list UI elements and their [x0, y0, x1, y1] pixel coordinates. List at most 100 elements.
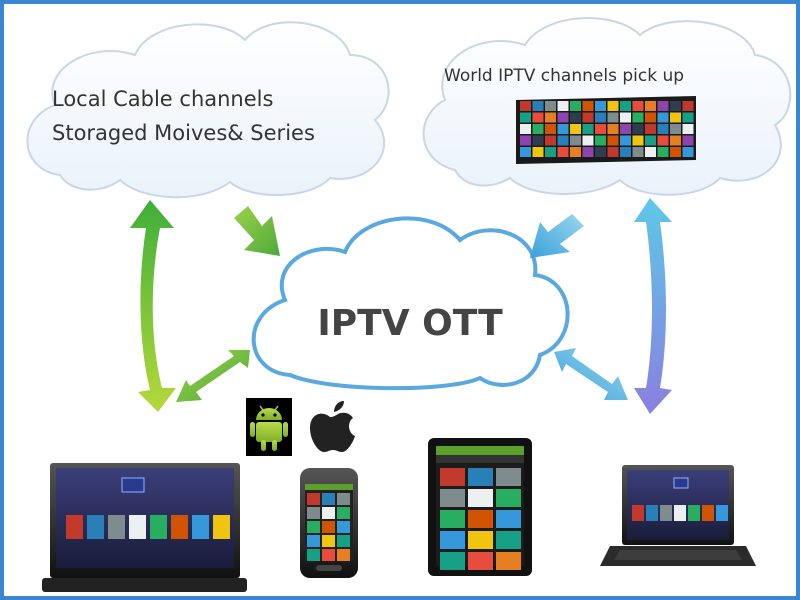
tablet-poster-tile — [440, 510, 465, 528]
phone-poster-tile — [322, 549, 335, 561]
tablet-poster-tile — [468, 510, 493, 528]
channel-tile — [595, 101, 606, 111]
channel-tile — [620, 135, 631, 146]
channel-tile — [545, 101, 556, 111]
apple-icon-body — [310, 412, 355, 452]
laptop-poster-tile — [688, 505, 700, 521]
channel-tile — [607, 135, 619, 146]
phone-poster-tile — [337, 521, 350, 533]
channel-tile — [532, 147, 544, 157]
tablet-poster-tile — [468, 531, 493, 549]
channel-tile — [545, 135, 556, 146]
channel-tile — [645, 124, 656, 134]
phone-poster-tile — [307, 535, 320, 547]
channel-tile — [657, 135, 669, 146]
local-cloud-line2: Storaged Moives& Series — [52, 121, 315, 145]
channel-tile — [557, 124, 569, 134]
tv-poster-tile — [192, 515, 209, 539]
phone-poster-tile — [337, 507, 350, 519]
tv-poster-tile — [129, 515, 146, 539]
channel-tile — [607, 124, 619, 134]
channel-tile — [632, 101, 644, 111]
tablet-poster-tile — [468, 468, 493, 486]
channel-tile — [632, 147, 644, 157]
tablet-poster-tile — [496, 531, 521, 549]
channel-tile — [645, 112, 656, 123]
android-icon — [246, 398, 292, 456]
channel-tile — [632, 135, 644, 146]
channel-tile — [682, 124, 694, 134]
channel-tile — [595, 147, 606, 157]
channel-tile — [632, 112, 644, 123]
tablet-poster-tile — [496, 489, 521, 507]
channel-tile — [532, 101, 544, 111]
channel-tile — [557, 112, 569, 123]
channel-tile — [532, 135, 544, 146]
channel-tile — [632, 124, 644, 134]
laptop-poster-tile — [632, 505, 644, 521]
laptop-poster-tile — [702, 505, 714, 521]
channel-tile — [570, 147, 581, 157]
laptop-poster-tile — [646, 505, 658, 521]
right-vertical-arrow-shape — [634, 198, 672, 414]
channel-tile — [557, 101, 569, 111]
channel-tile — [520, 112, 531, 123]
channel-tile — [645, 135, 656, 146]
tablet-poster-tile — [440, 468, 465, 486]
channel-tile — [607, 101, 619, 111]
left-vertical-double-arrow — [130, 200, 176, 412]
channel-tile — [607, 112, 619, 123]
smart-tv — [42, 463, 247, 592]
tablet-poster-tile — [468, 489, 493, 507]
channel-tile — [520, 124, 531, 134]
ott-tv-arrow-shape — [176, 350, 250, 402]
center-cloud-shape — [251, 216, 570, 391]
channel-tile — [682, 101, 694, 111]
phone-tiles — [307, 493, 350, 561]
channel-tile — [570, 101, 581, 111]
tablet-poster-tile — [440, 552, 465, 570]
channel-tile — [670, 101, 681, 111]
laptop-poster-tile — [660, 505, 672, 521]
tv-stand — [42, 578, 247, 592]
channel-tile — [657, 147, 669, 157]
channel-tile — [582, 124, 594, 134]
channel-tile — [582, 147, 594, 157]
phone-poster-tile — [322, 493, 335, 505]
tablet-poster-tile — [440, 531, 465, 549]
channel-tile — [520, 135, 531, 146]
phone-poster-tile — [322, 507, 335, 519]
channel-tile — [657, 124, 669, 134]
channel-tile — [682, 135, 694, 146]
tv-poster-tile — [66, 515, 83, 539]
channel-tile — [645, 101, 656, 111]
channel-tile — [657, 112, 669, 123]
laptop-tiles — [632, 505, 728, 521]
left-vertical-arrow-shape — [130, 200, 176, 412]
world-to-ott-arrow-shape — [530, 214, 584, 258]
iptv-ott-cloud: IPTV OTT — [251, 216, 570, 391]
world-channels-cloud: World IPTV channels pick up — [422, 17, 792, 196]
laptop — [600, 465, 756, 566]
channel-tile — [657, 101, 669, 111]
channel-tile — [620, 124, 631, 134]
phone-poster-tile — [307, 521, 320, 533]
tv-poster-tile — [213, 515, 230, 539]
apple-icon — [310, 401, 355, 452]
channel-tile — [545, 112, 556, 123]
laptop-poster-tile — [674, 505, 686, 521]
channel-tile — [670, 135, 681, 146]
channel-tile — [557, 147, 569, 157]
phone-poster-tile — [307, 493, 320, 505]
local-cloud-line1: Local Cable channels — [52, 87, 273, 111]
channel-collage — [516, 96, 696, 164]
laptop-poster-tile — [716, 505, 728, 521]
tv-tiles — [66, 515, 230, 539]
channel-tile — [682, 112, 694, 123]
tablet-poster-tile — [468, 552, 493, 570]
channel-tiles — [520, 101, 694, 157]
phone-poster-tile — [337, 549, 350, 561]
tv-poster-tile — [171, 515, 188, 539]
